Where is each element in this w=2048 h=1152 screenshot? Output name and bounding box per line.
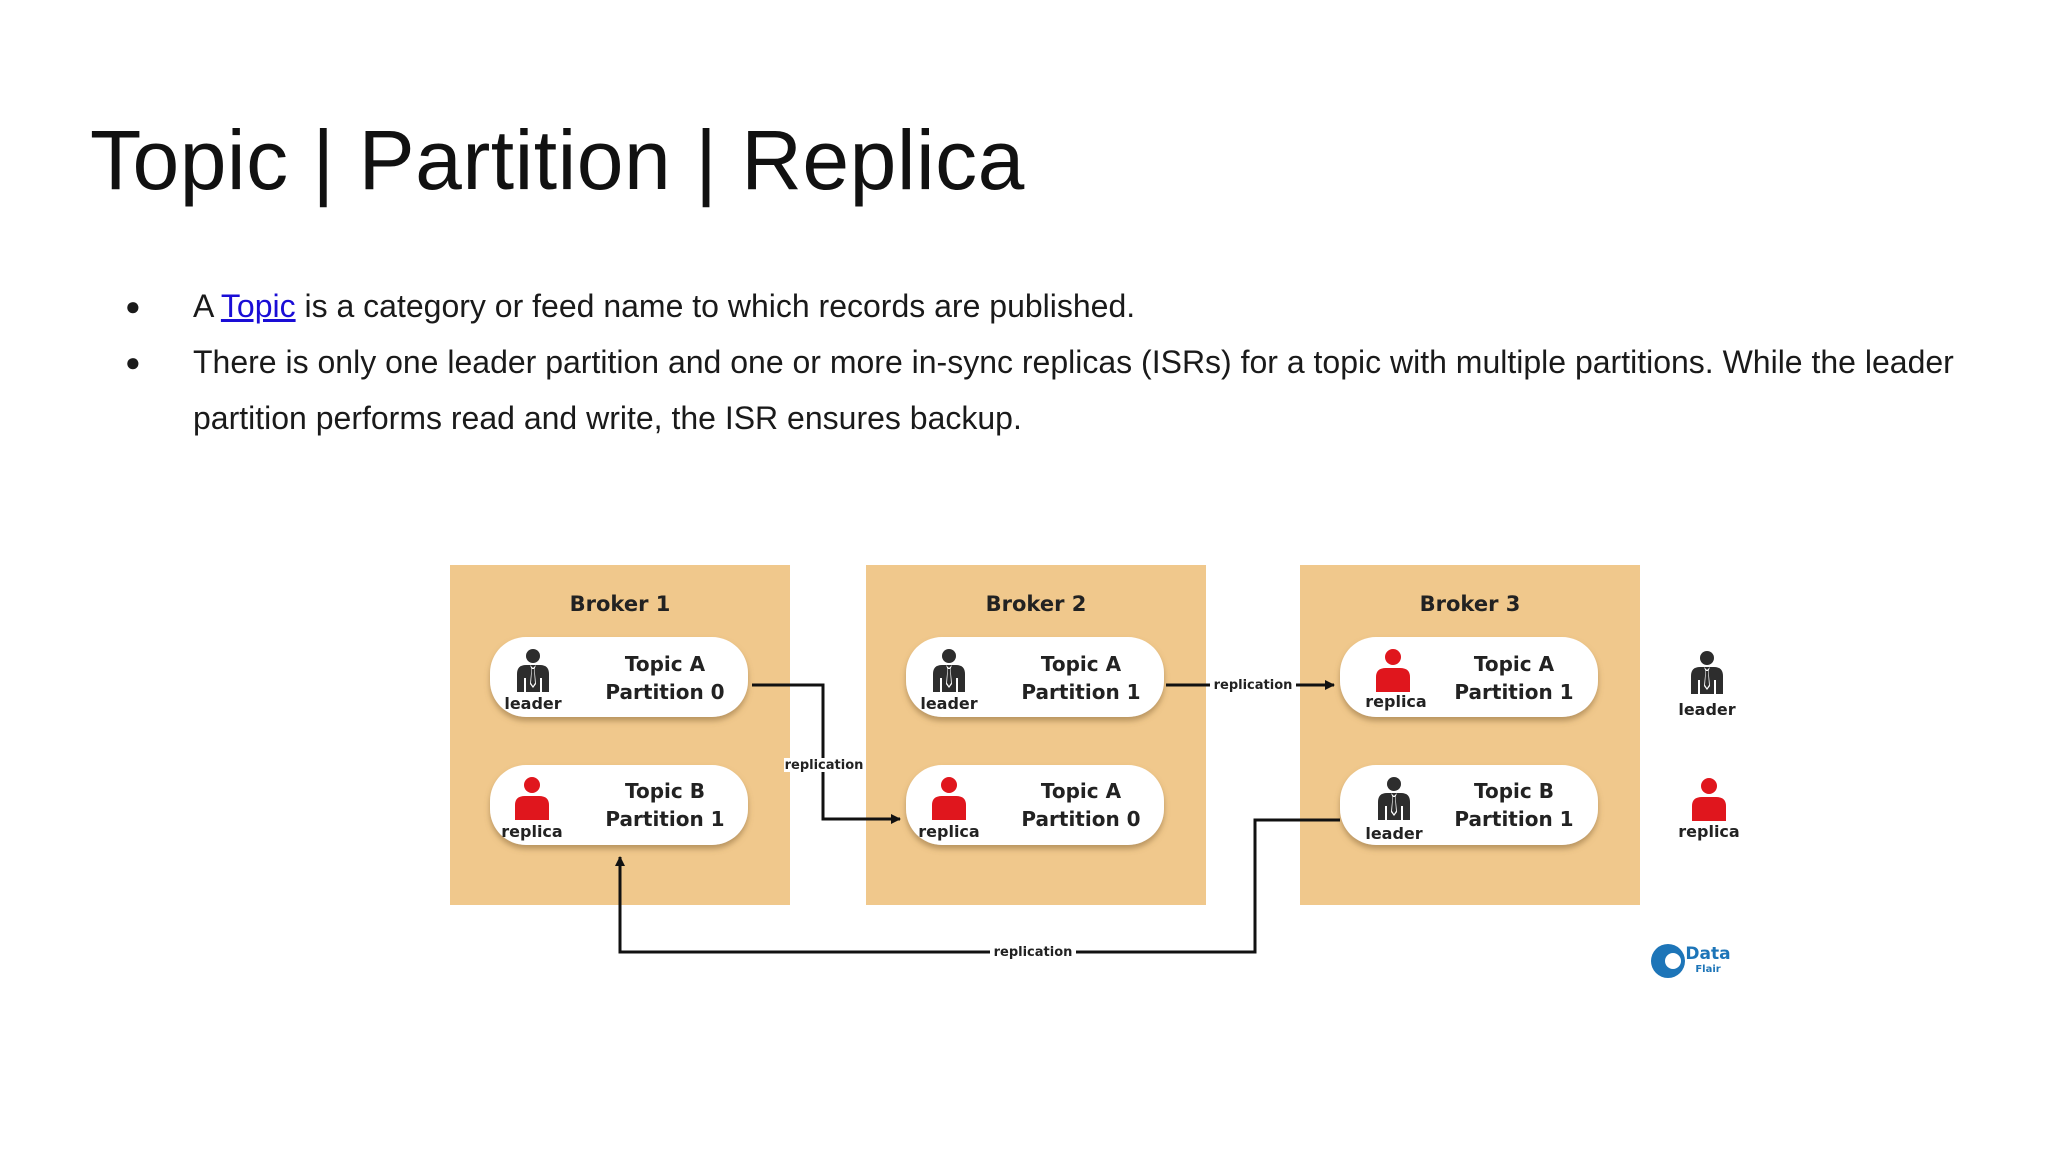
role-label: leader (920, 694, 977, 713)
partition-label: Partition 0 (1021, 807, 1140, 831)
topic-label: Topic A (1041, 652, 1122, 676)
logo-line-2: Flair (1695, 964, 1720, 975)
topic-label: Topic A (1041, 779, 1122, 803)
role-label: replica (501, 822, 562, 841)
broker-1-box (450, 565, 790, 905)
replication-label: replication (785, 758, 864, 773)
legend-leader: leader (1678, 651, 1736, 719)
replication-label: replication (994, 945, 1073, 960)
broker-3-partition-topic-b-1: leader Topic B Partition 1 (1340, 765, 1598, 845)
bullet-text-prefix: A (193, 288, 221, 324)
logo-line-1: Data (1685, 944, 1730, 964)
kafka-replication-diagram: Broker 1 leader Topic A Partition 0 repl… (450, 565, 1740, 978)
broker-2-partition-topic-a-0: replica Topic A Partition 0 (906, 765, 1164, 845)
partition-label: Partition 1 (1454, 680, 1573, 704)
replication-label: replication (1214, 678, 1293, 693)
partition-label: Partition 1 (605, 807, 724, 831)
broker-1-partition-topic-a-0: leader Topic A Partition 0 (490, 637, 748, 717)
role-label: leader (1365, 824, 1422, 843)
slide-title: Topic | Partition | Replica (90, 113, 1025, 207)
broker-1: Broker 1 leader Topic A Partition 0 repl… (450, 565, 790, 905)
broker-3: Broker 3 replica Topic A Partition 1 lea… (1300, 565, 1640, 905)
partition-label: Partition 0 (605, 680, 724, 704)
role-label: leader (504, 694, 561, 713)
topic-link[interactable]: Topic (220, 288, 296, 324)
topic-label: Topic B (1474, 779, 1554, 803)
broker-2-box (866, 565, 1206, 905)
bullet-list: ● A Topic is a category or feed name to … (120, 278, 1970, 446)
leader-icon (1691, 651, 1723, 694)
topic-label: Topic A (625, 652, 706, 676)
broker-1-partition-topic-b-1: replica Topic B Partition 1 (490, 765, 748, 845)
replica-icon (1692, 778, 1726, 821)
bullet-dot: ● (125, 347, 141, 377)
bullet-item-topic: ● A Topic is a category or feed name to … (120, 278, 1970, 334)
bullet-text: There is only one leader partition and o… (193, 344, 1954, 436)
broker-3-box (1300, 565, 1640, 905)
bullet-dot: ● (125, 291, 141, 321)
bullet-text-suffix: is a category or feed name to which reco… (295, 288, 1136, 324)
bullet-item-leader-isr: ● There is only one leader partition and… (120, 334, 1970, 446)
legend-label: replica (1678, 822, 1739, 841)
replication-arrow-b2-to-b3: replication (1166, 677, 1335, 693)
legend-replica: replica (1678, 778, 1740, 841)
topic-label: Topic B (625, 779, 705, 803)
partition-label: Partition 1 (1454, 807, 1573, 831)
topic-label: Topic A (1474, 652, 1555, 676)
role-label: replica (1365, 692, 1426, 711)
replication-arrow-b3-to-b1: replication (615, 818, 1340, 960)
broker-1-title: Broker 1 (570, 592, 671, 616)
dataflair-logo: Data Flair (1651, 944, 1731, 978)
broker-2-title: Broker 2 (986, 592, 1087, 616)
legend-label: leader (1678, 700, 1735, 719)
broker-2: Broker 2 leader Topic A Partition 1 repl… (866, 565, 1206, 905)
broker-3-title: Broker 3 (1420, 592, 1521, 616)
broker-3-partition-topic-a-1: replica Topic A Partition 1 (1340, 637, 1598, 717)
legend: leader replica (1678, 651, 1740, 841)
partition-label: Partition 1 (1021, 680, 1140, 704)
replication-arrow-b1-to-b2: replication (752, 683, 901, 824)
role-label: replica (918, 822, 979, 841)
broker-2-partition-topic-a-1: leader Topic A Partition 1 (906, 637, 1164, 717)
